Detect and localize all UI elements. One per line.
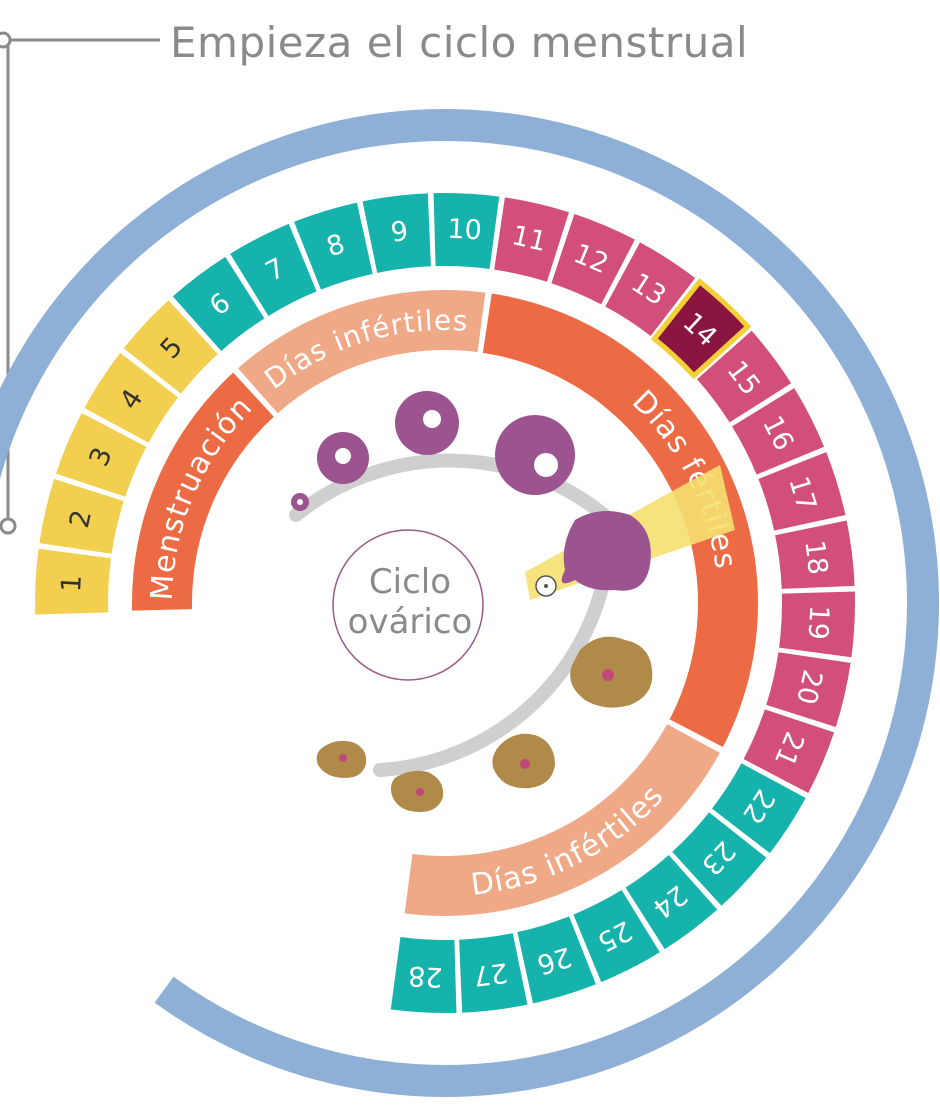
day-segment-17 xyxy=(758,452,846,531)
day-segment-4 xyxy=(84,352,178,443)
ruptured-follicle xyxy=(561,511,651,591)
day-segment-18 xyxy=(775,520,855,589)
day-number-2: 2 xyxy=(64,507,98,531)
day-number-19: 19 xyxy=(802,605,835,641)
follicle-4 xyxy=(495,415,575,495)
day-segment-10 xyxy=(433,193,500,269)
center-label-line-2: ovárico xyxy=(348,602,473,642)
day-segment-27 xyxy=(459,933,528,1013)
released-ovum-core xyxy=(544,584,548,588)
day-segment-13 xyxy=(605,242,696,336)
day-number-9: 9 xyxy=(389,216,410,249)
day-number-18: 18 xyxy=(798,539,833,577)
day-segment-8 xyxy=(294,202,373,290)
day-segment-22 xyxy=(712,763,806,854)
corpus-luteum-1 xyxy=(570,636,653,708)
day-segment-9 xyxy=(362,193,431,273)
phase-band-infertile-late xyxy=(404,724,720,916)
follicle-3-core xyxy=(423,410,441,428)
center-label-line-1: Ciclo xyxy=(369,562,451,602)
corpus-luteum-4 xyxy=(316,740,367,778)
follicle-2-core xyxy=(335,448,351,464)
day-segment-25 xyxy=(573,890,660,983)
day-segment-6 xyxy=(172,256,265,351)
follicle-1-core xyxy=(297,499,303,505)
day-segment-23 xyxy=(672,812,767,906)
center-circle xyxy=(332,529,484,681)
day-segment-11 xyxy=(494,197,569,282)
day-segment-20 xyxy=(766,652,851,727)
day-segment-2 xyxy=(39,479,124,554)
day-number-1: 1 xyxy=(56,574,88,593)
day-number-20: 20 xyxy=(790,667,828,707)
day-segment-21 xyxy=(743,709,835,793)
day-segment-28 xyxy=(390,937,457,1013)
day-segment-26 xyxy=(517,916,596,1004)
title-leader-bottom-dot xyxy=(0,517,17,535)
day-segment-12 xyxy=(551,213,635,305)
day-segment-5 xyxy=(123,300,218,394)
day-segment-24 xyxy=(625,855,718,950)
day-number-28: 28 xyxy=(407,960,443,993)
phase-band-menstruation xyxy=(132,372,274,611)
day-number-11: 11 xyxy=(509,220,549,258)
day-segment-7 xyxy=(230,223,317,316)
corpus-luteum-3 xyxy=(390,770,444,812)
cycle-arrow-ring xyxy=(0,109,939,1097)
day-segment-16 xyxy=(732,388,825,475)
phase-band-infertile-early xyxy=(238,290,486,414)
day-segment-1 xyxy=(35,548,111,615)
day-segment-3 xyxy=(55,413,147,497)
day-segment-15 xyxy=(697,330,792,423)
day-number-27: 27 xyxy=(472,956,510,991)
title-leader-top-dot xyxy=(0,31,12,49)
day-segment-14 xyxy=(650,278,752,380)
follicle-4-core xyxy=(534,453,558,477)
ovary-illustration: Ciclo ovárico xyxy=(289,391,735,812)
diagram-title: Empieza el ciclo menstrual xyxy=(170,18,749,67)
corpus-luteum-2 xyxy=(492,733,555,789)
day-segment-19 xyxy=(779,591,855,658)
day-number-10: 10 xyxy=(447,214,483,247)
